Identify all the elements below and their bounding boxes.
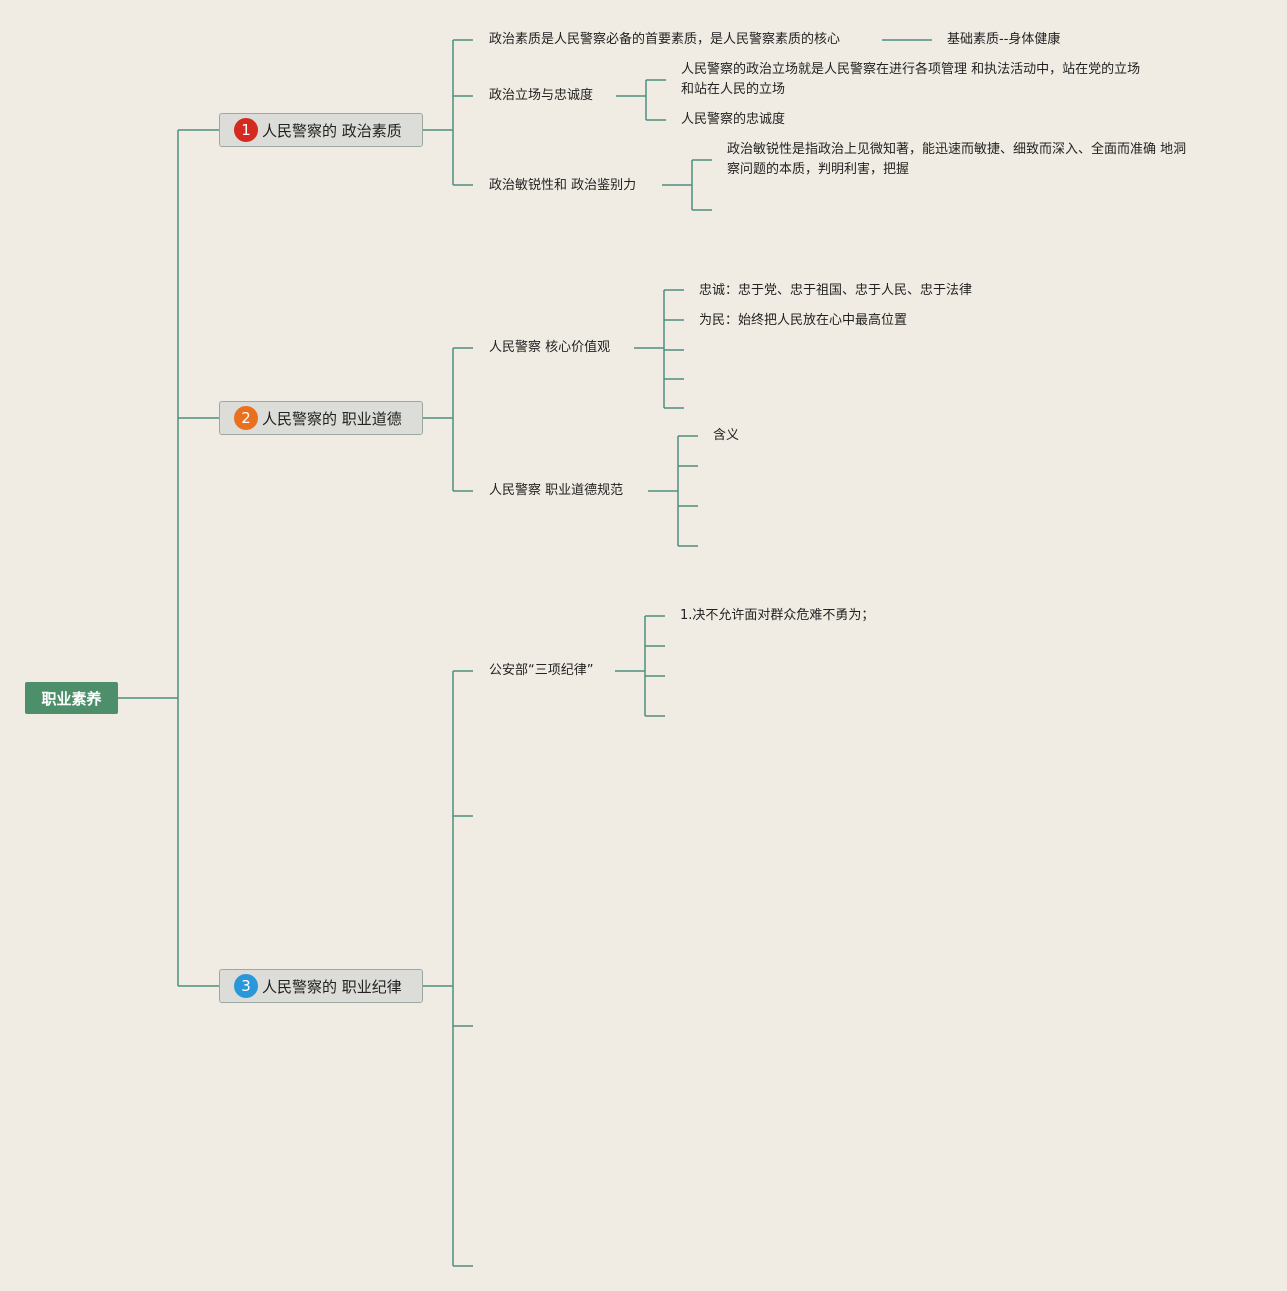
node-political-stance[interactable]: 政治立场与忠诚度 [489, 88, 594, 103]
badge-3-icon: 3 [234, 974, 258, 998]
branch-label: 人民警察的 政治素质 [262, 121, 402, 140]
branch-label: 人民警察的 职业纪律 [262, 977, 402, 996]
node-ethics-norms[interactable]: 人民警察 职业道德规范 [489, 483, 624, 498]
branch-political-quality[interactable]: 1 人民警察的 政治素质 [219, 113, 423, 147]
branch-label: 人民警察的 职业道德 [262, 409, 402, 428]
node-loyalty[interactable]: 人民警察的忠诚度 [681, 112, 786, 127]
branch-professional-discipline[interactable]: 3 人民警察的 职业纪律 [219, 969, 423, 1003]
badge-2-icon: 2 [234, 406, 258, 430]
node-stance-desc-line1[interactable]: 人民警察的政治立场就是人民警察在进行各项管理 和执法活动中，站在党的立场 [681, 62, 1141, 77]
node-basic-quality[interactable]: 基础素质--身体健康 [947, 32, 1061, 47]
node-rule-1[interactable]: 1.决不允许面对群众危难不勇为； [680, 608, 875, 623]
node-for-people[interactable]: 为民：始终把人民放在心中最高位置 [699, 313, 908, 328]
node-loyal[interactable]: 忠诚：忠于党、忠于祖国、忠于人民、忠于法律 [699, 283, 973, 298]
node-political-sensitivity[interactable]: 政治敏锐性和 政治鉴别力 [489, 178, 637, 193]
node-sensitivity-desc-line2: 察问题的本质，判明利害，把握 [727, 162, 910, 177]
badge-1-icon: 1 [234, 118, 258, 142]
root-node[interactable]: 职业素养 [25, 682, 118, 714]
node-three-disciplines[interactable]: 公安部“三项纪律” [489, 663, 594, 678]
node-sensitivity-desc-line1[interactable]: 政治敏锐性是指政治上见微知著，能迅速而敏捷、细致而深入、全面而准确 地洞 [727, 142, 1187, 157]
node-core-values[interactable]: 人民警察 核心价值观 [489, 340, 611, 355]
node-meaning[interactable]: 含义 [713, 428, 740, 443]
node-stance-desc-line2: 和站在人民的立场 [681, 82, 786, 97]
branch-professional-ethics[interactable]: 2 人民警察的 职业道德 [219, 401, 423, 435]
root-label: 职业素养 [41, 689, 102, 708]
node-political-core[interactable]: 政治素质是人民警察必备的首要素质，是人民警察素质的核心 [489, 32, 841, 47]
